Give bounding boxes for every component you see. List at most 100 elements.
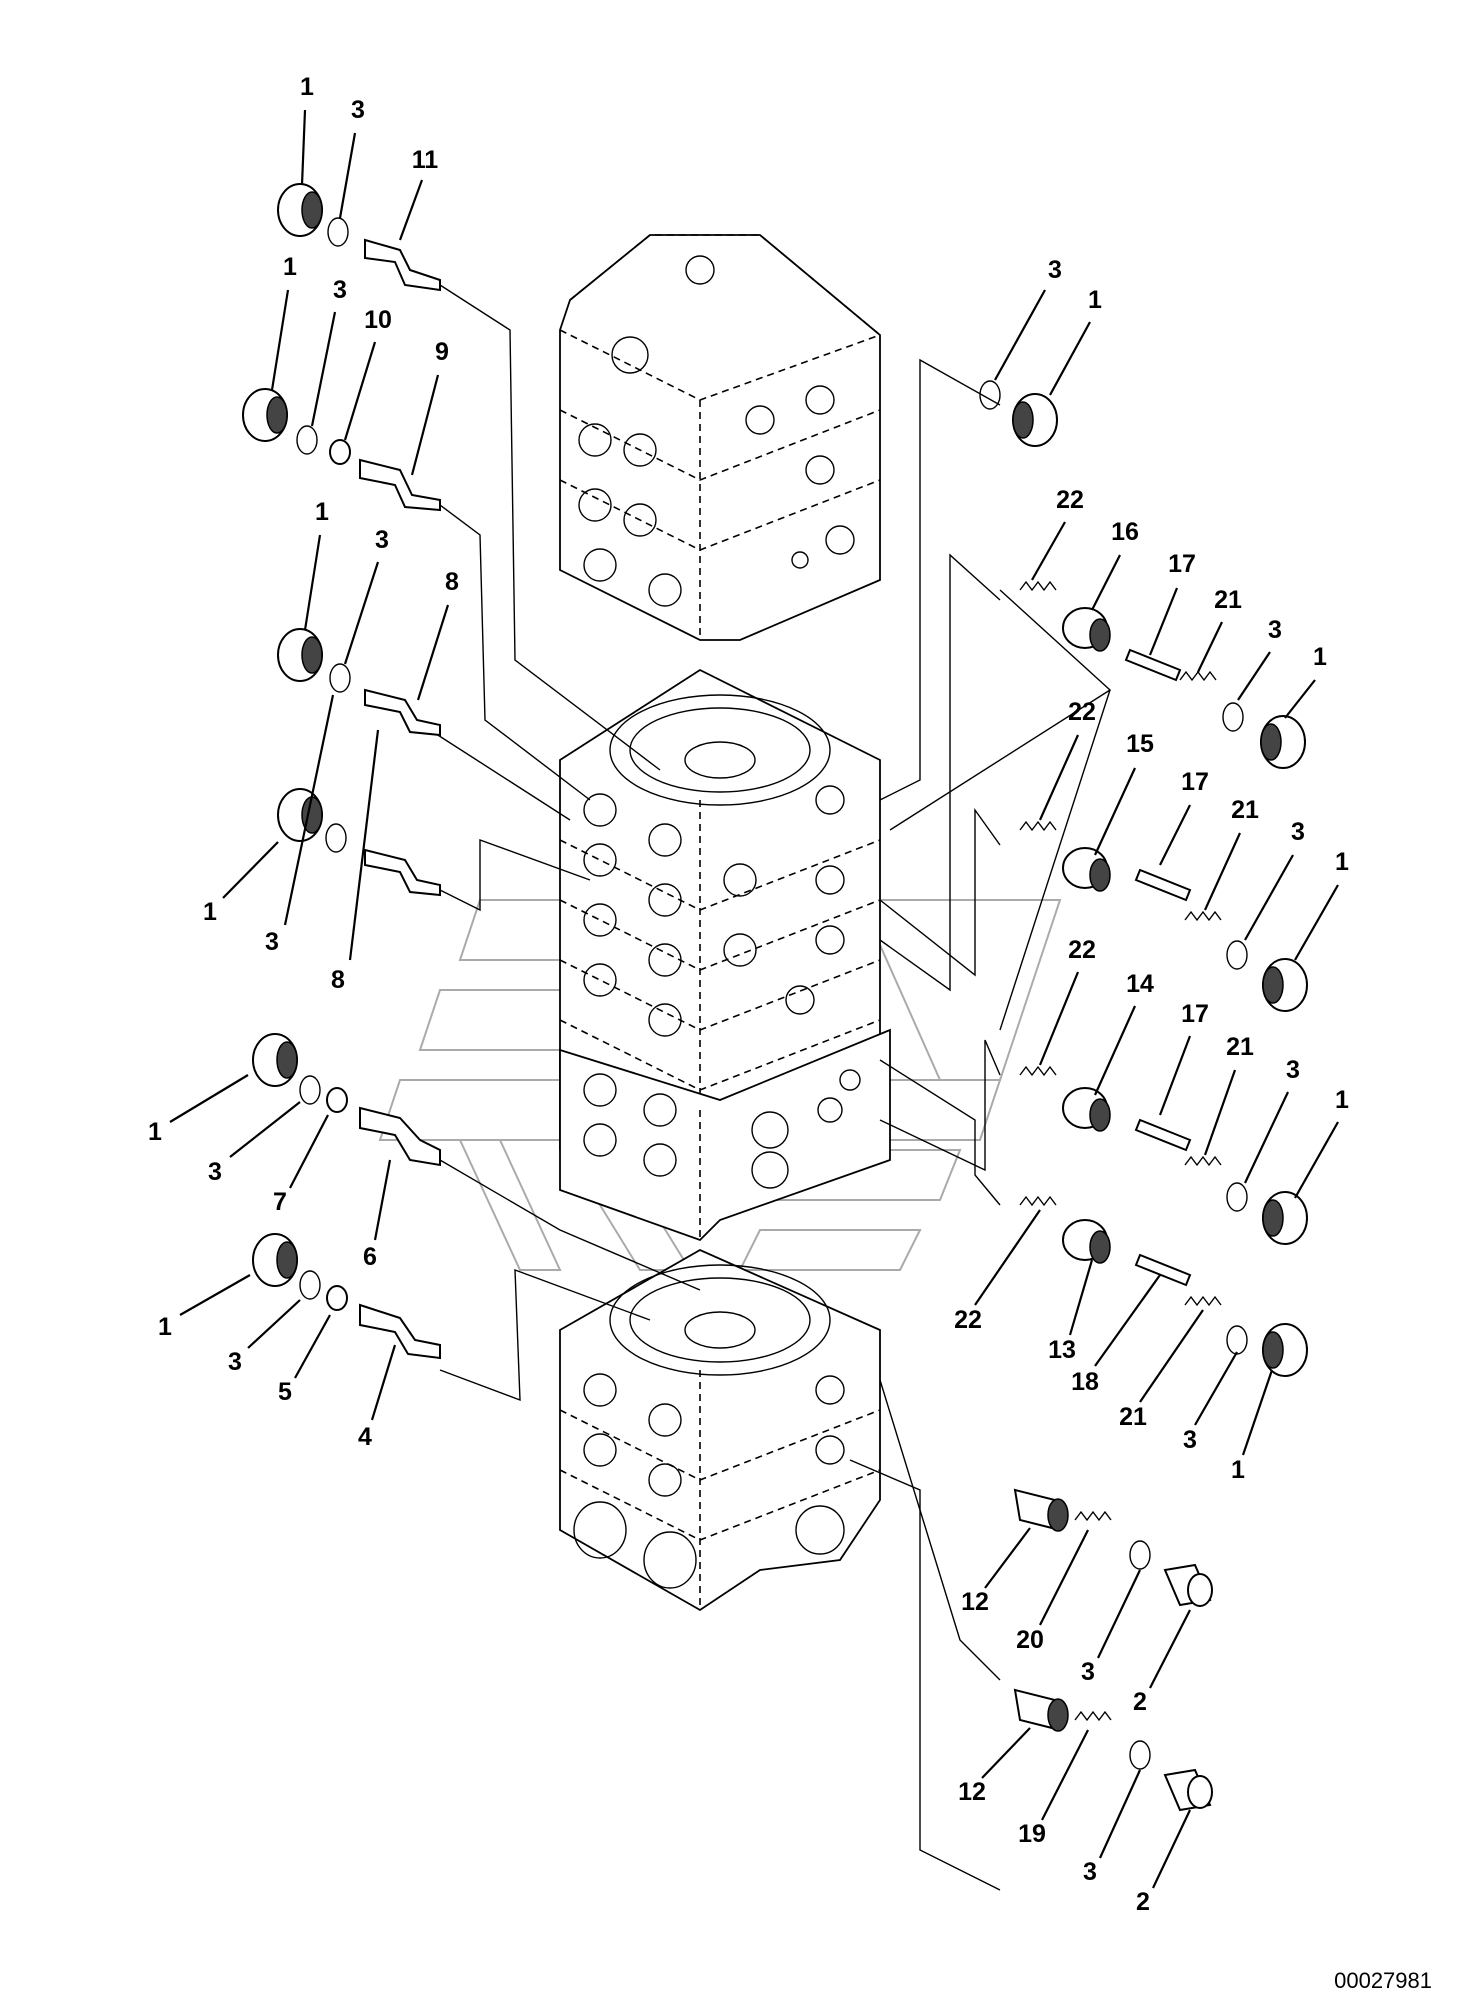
callout-leader-line: [984, 1527, 1031, 1589]
callout-label-15: 15: [1126, 730, 1154, 758]
callout-label-1: 1: [300, 73, 314, 101]
callout-leader-line: [1152, 1809, 1191, 1889]
callout-leader-line: [348, 729, 380, 961]
callout-leader-line: [1139, 1309, 1204, 1403]
callout-leader-line: [1041, 1729, 1089, 1821]
callout-label-22: 22: [1056, 486, 1084, 514]
callout-label-16: 16: [1111, 518, 1139, 546]
callout-label-22: 22: [954, 1306, 982, 1334]
callout-leader-line: [1194, 1351, 1238, 1426]
valve-block-bottom: [559, 1248, 881, 1612]
callout-label-17: 17: [1181, 768, 1209, 796]
callout-label-3: 3: [333, 276, 347, 304]
callout-label-7: 7: [273, 1188, 287, 1216]
callout-leader-line: [1038, 971, 1080, 1066]
callout-leader-line: [1097, 1569, 1141, 1659]
callout-leader-line: [179, 1274, 251, 1316]
callout-label-3: 3: [375, 526, 389, 554]
callout-leader-line: [1197, 621, 1223, 673]
callout-leaders: [169, 109, 1339, 1889]
callout-label-1: 1: [315, 498, 329, 526]
callout-label-18: 18: [1071, 1368, 1099, 1396]
right-parts-row-12-upper: [1013, 1488, 1213, 1607]
callout-leader-line: [370, 1344, 397, 1421]
callout-label-3: 3: [1286, 1056, 1300, 1084]
callout-leader-line: [1031, 521, 1066, 581]
callout-leader-line: [1158, 1035, 1192, 1116]
callout-label-3: 3: [1081, 1658, 1095, 1686]
callout-label-13: 13: [1048, 1336, 1076, 1364]
callout-leader-line: [974, 1209, 1041, 1306]
callout-label-3: 3: [208, 1158, 222, 1186]
callout-label-1: 1: [158, 1313, 172, 1341]
callout-leader-line: [1148, 587, 1179, 656]
callout-leader-line: [373, 1159, 392, 1241]
callout-leader-line: [294, 1314, 331, 1379]
assembly-lines: [429, 284, 1112, 1891]
callout-label-3: 3: [1048, 256, 1062, 284]
right-parts-top-plug: [979, 380, 1058, 447]
valve-block-lower-middle: [559, 1028, 891, 1242]
callout-leader-line: [1068, 1259, 1094, 1336]
callout-label-1: 1: [283, 253, 297, 281]
callout-label-22: 22: [1068, 698, 1096, 726]
callout-label-3: 3: [228, 1348, 242, 1376]
callout-leader-line: [300, 109, 307, 186]
callout-label-5: 5: [278, 1378, 292, 1406]
callout-leader-line: [1093, 1005, 1137, 1096]
callout-label-20: 20: [1016, 1626, 1044, 1654]
callout-label-1: 1: [1313, 643, 1327, 671]
callout-label-10: 10: [364, 306, 392, 334]
callout-leader-line: [1244, 854, 1294, 941]
callout-leader-line: [169, 1074, 249, 1123]
callout-label-22: 22: [1068, 936, 1096, 964]
left-parts-row-1: [277, 183, 441, 292]
callout-leader-line: [1091, 554, 1121, 611]
callout-leader-line: [303, 534, 322, 631]
callout-leader-line: [1038, 734, 1080, 821]
callout-label-3: 3: [1291, 818, 1305, 846]
callout-label-8: 8: [445, 568, 459, 596]
callout-leader-line: [1237, 651, 1271, 701]
callout-leader-line: [247, 1299, 301, 1349]
callout-leader-line: [310, 311, 337, 427]
callout-leader-line: [1094, 1274, 1161, 1367]
callout-label-6: 6: [363, 1243, 377, 1271]
right-parts-row-13: [1019, 1195, 1308, 1377]
callout-label-21: 21: [1226, 1033, 1254, 1061]
callout-label-2: 2: [1136, 1888, 1150, 1916]
callout-label-1: 1: [148, 1118, 162, 1146]
left-parts-row-3: [277, 628, 441, 737]
callout-label-1: 1: [1231, 1456, 1245, 1484]
callout-label-12: 12: [958, 1778, 986, 1806]
callout-label-12: 12: [961, 1588, 989, 1616]
callout-label-3: 3: [1268, 616, 1282, 644]
callout-label-3: 3: [351, 96, 365, 124]
callout-leader-line: [994, 289, 1046, 381]
callout-label-3: 3: [1183, 1426, 1197, 1454]
left-parts-row-5: [252, 1033, 441, 1167]
callout-label-21: 21: [1214, 586, 1242, 614]
right-parts-row-15: [1019, 820, 1308, 1012]
callout-leader-line: [1244, 1091, 1289, 1184]
callout-label-8: 8: [331, 966, 345, 994]
callout-leader-line: [1284, 679, 1316, 719]
callout-leader-line: [343, 561, 380, 665]
right-parts-row-12-lower: [1013, 1688, 1213, 1812]
left-parts-row-2: [242, 388, 441, 512]
left-parts-row-6: [252, 1233, 441, 1360]
callout-label-4: 4: [358, 1423, 372, 1451]
callout-leader-line: [338, 132, 357, 219]
callout-leader-line: [1098, 1769, 1142, 1859]
callout-leader-line: [1149, 1609, 1191, 1689]
callout-leader-line: [270, 289, 290, 391]
callout-leader-line: [283, 694, 335, 926]
callout-label-3: 3: [1083, 1858, 1097, 1886]
callout-label-1: 1: [1088, 286, 1102, 314]
callout-leader-line: [289, 1114, 329, 1189]
callout-leader-line: [1094, 767, 1136, 856]
callout-leader-line: [410, 374, 440, 476]
callout-leader-line: [343, 341, 377, 441]
callout-leader-line: [1049, 321, 1091, 396]
